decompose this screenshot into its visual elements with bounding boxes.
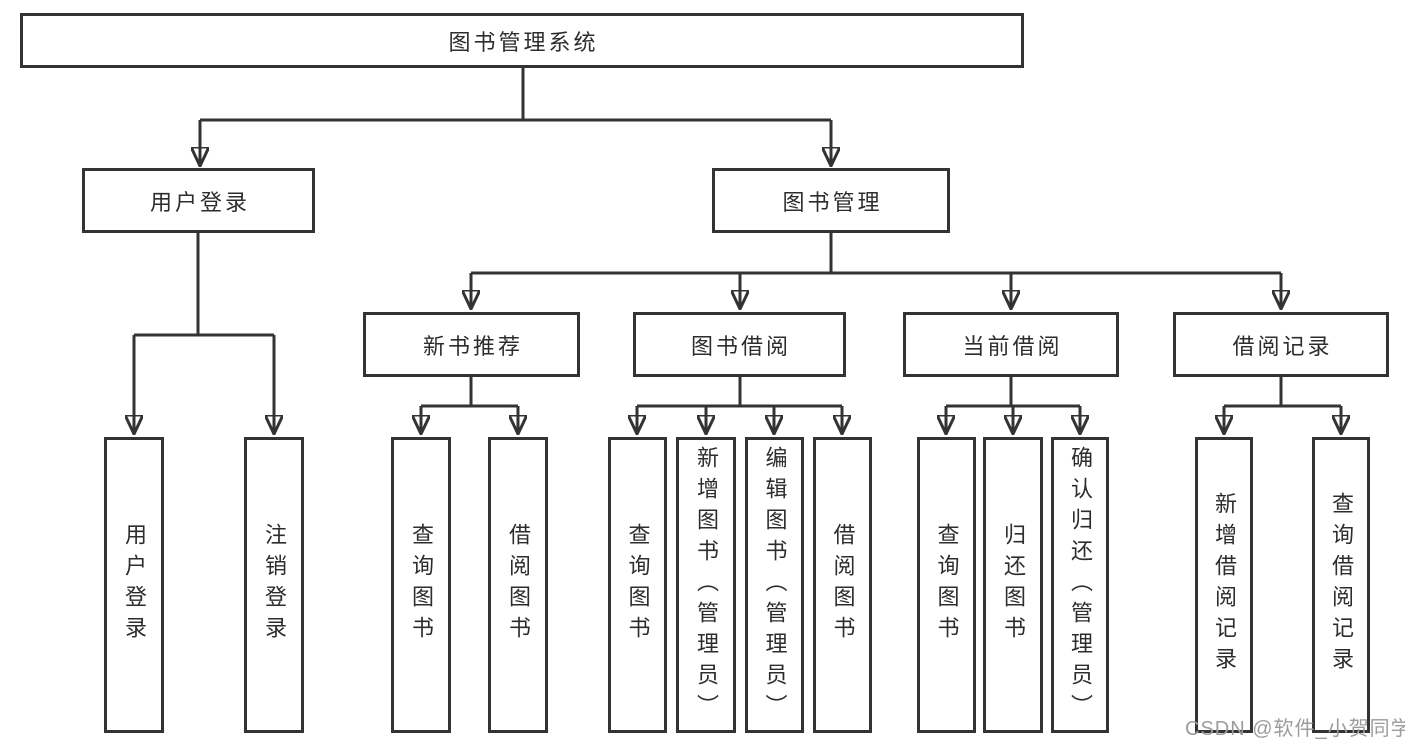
node-label: 归还图书 (1001, 523, 1026, 647)
node-label: 新增图书（管理员） (694, 445, 719, 725)
connector-user-login-bus (134, 233, 274, 337)
connector-current-borrowing-bus (946, 377, 1080, 408)
node-label: 借阅记录 (1232, 333, 1333, 359)
leaf-query-books-1: 查询图书 (391, 437, 451, 733)
leaf-logout: 注销登录 (244, 437, 304, 733)
connector-new-book-bus (421, 377, 518, 408)
connector-book-management-bus (471, 233, 1281, 275)
node-library-management-system: 图书管理系统 (20, 13, 1024, 68)
node-book-management: 图书管理 (712, 168, 950, 233)
leaf-edit-book-admin: 编辑图书（管理员） (745, 437, 804, 733)
leaf-user-login: 用户登录 (104, 437, 164, 733)
leaf-return-books: 归还图书 (983, 437, 1043, 733)
node-current-borrowing: 当前借阅 (903, 312, 1119, 377)
connector-root-bus (200, 68, 831, 122)
node-label: 查询图书 (934, 523, 960, 647)
node-label: 确认归还（管理员） (1068, 445, 1093, 725)
node-borrowing-records: 借阅记录 (1173, 312, 1389, 377)
connector-book-borrowing-bus (637, 377, 842, 408)
node-book-borrowing: 图书借阅 (633, 312, 846, 377)
node-label: 当前借阅 (962, 333, 1063, 359)
node-user-login: 用户登录 (82, 168, 315, 233)
node-label: 图书管理系统 (448, 29, 599, 55)
leaf-borrow-books-2: 借阅图书 (813, 437, 872, 733)
leaf-confirm-return-admin: 确认归还（管理员） (1051, 437, 1109, 733)
node-label: 图书管理 (782, 189, 883, 215)
node-label: 借阅图书 (506, 523, 531, 647)
leaf-query-books-3: 查询图书 (917, 437, 976, 733)
node-label: 用户登录 (149, 189, 250, 215)
node-label: 图书借阅 (690, 333, 791, 359)
node-label: 新书推荐 (422, 333, 523, 359)
connector-borrowing-records-bus (1224, 377, 1341, 408)
node-label: 查询图书 (409, 523, 434, 647)
node-label: 借阅图书 (830, 523, 856, 647)
leaf-borrow-books-1: 借阅图书 (488, 437, 548, 733)
node-label: 注销登录 (262, 523, 287, 647)
node-label: 用户登录 (122, 523, 147, 647)
node-label: 新增借阅记录 (1212, 492, 1237, 678)
node-label: 编辑图书（管理员） (762, 445, 788, 725)
leaf-query-books-2: 查询图书 (608, 437, 667, 733)
node-new-book-recommendation: 新书推荐 (363, 312, 580, 377)
leaf-query-borrow-record: 查询借阅记录 (1312, 437, 1370, 733)
node-label: 查询借阅记录 (1329, 492, 1354, 678)
node-label: 查询图书 (625, 523, 651, 647)
csdn-watermark: CSDN @软件_小贺同学 (1185, 718, 1405, 740)
leaf-add-book-admin: 新增图书（管理员） (676, 437, 736, 733)
leaf-add-borrow-record: 新增借阅记录 (1195, 437, 1253, 733)
